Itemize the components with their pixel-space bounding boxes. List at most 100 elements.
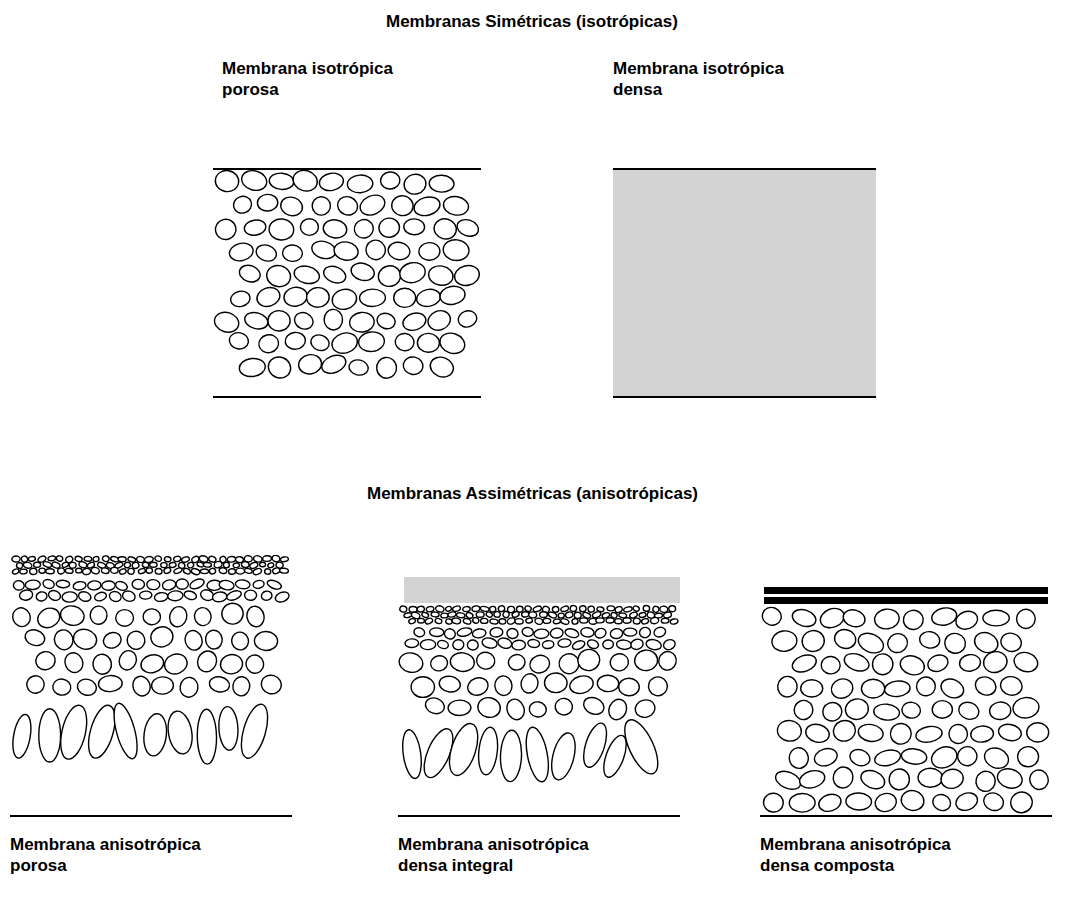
pore <box>212 591 228 603</box>
pore <box>347 358 369 377</box>
pore <box>547 731 579 783</box>
pore <box>218 579 234 591</box>
pore <box>798 768 827 791</box>
pore <box>101 630 123 651</box>
pore <box>831 765 856 791</box>
pore <box>832 627 857 651</box>
pore <box>618 715 665 778</box>
pore <box>519 672 540 695</box>
pore <box>475 650 497 670</box>
pore <box>515 618 523 624</box>
pore <box>455 217 481 239</box>
pore <box>162 651 190 677</box>
pore <box>670 618 679 625</box>
pore <box>616 639 632 650</box>
pore <box>187 561 195 568</box>
pore <box>56 555 64 562</box>
pore <box>312 196 331 215</box>
pore <box>443 627 457 641</box>
pore <box>82 568 91 575</box>
pore <box>230 630 251 652</box>
pore <box>283 286 309 308</box>
pore <box>48 556 56 561</box>
membrane-label: Membrana anisotrópica densa integral <box>398 834 623 876</box>
pore <box>1027 723 1049 743</box>
pore <box>142 712 169 757</box>
pore <box>820 656 840 675</box>
pore <box>448 700 471 716</box>
pore <box>61 561 69 568</box>
pore <box>938 676 967 702</box>
pore <box>124 562 131 569</box>
pore <box>512 640 526 650</box>
pore <box>817 791 844 814</box>
pore <box>239 168 269 193</box>
pore <box>463 618 472 625</box>
pore <box>418 618 425 623</box>
pore <box>318 171 345 193</box>
pore <box>179 676 200 699</box>
pore <box>415 287 442 308</box>
pore <box>453 263 481 288</box>
pore <box>861 679 884 698</box>
pore <box>830 717 858 744</box>
pore <box>257 333 280 355</box>
pore <box>998 630 1023 654</box>
pore <box>932 701 952 719</box>
pore <box>901 748 928 766</box>
pore <box>116 610 134 627</box>
membrane-border <box>613 396 876 398</box>
pore <box>412 194 442 218</box>
pore <box>404 219 425 236</box>
pore <box>209 568 216 575</box>
pore <box>108 590 122 603</box>
pore <box>76 568 83 573</box>
pore <box>390 194 414 217</box>
pore <box>947 722 970 746</box>
pore <box>928 743 960 772</box>
pore <box>857 723 884 744</box>
pore <box>844 697 871 722</box>
pore <box>335 194 361 219</box>
pore <box>942 631 968 656</box>
pore <box>163 567 171 574</box>
pore <box>394 332 415 351</box>
pore <box>485 611 493 618</box>
pore <box>154 592 169 603</box>
pore <box>306 287 330 308</box>
pore <box>257 194 279 212</box>
pore <box>558 638 572 647</box>
pore <box>534 617 543 625</box>
pore <box>252 567 262 575</box>
pore <box>20 569 28 574</box>
pore <box>77 590 92 603</box>
pore <box>661 618 669 623</box>
membrane-label: Membrana isotrópica densa <box>613 58 828 100</box>
pore <box>213 309 241 335</box>
pore <box>402 355 425 376</box>
pore <box>244 568 253 574</box>
pore <box>34 649 57 671</box>
pore <box>650 617 659 625</box>
pore <box>259 673 284 697</box>
pore <box>580 618 588 623</box>
pore <box>989 701 1012 721</box>
pore <box>363 237 388 263</box>
pore <box>333 240 360 262</box>
pore <box>243 219 267 237</box>
pore <box>42 578 55 589</box>
pore <box>143 608 161 625</box>
pore <box>110 567 118 574</box>
pore <box>155 568 162 574</box>
pore <box>574 612 582 619</box>
pore <box>330 330 360 356</box>
pore <box>554 697 574 716</box>
pore <box>413 627 426 639</box>
pore <box>409 606 417 612</box>
pore <box>241 561 249 568</box>
pore <box>203 562 211 567</box>
pore <box>29 568 37 575</box>
pore <box>359 289 385 307</box>
pore <box>56 703 91 762</box>
pore <box>1012 649 1041 674</box>
